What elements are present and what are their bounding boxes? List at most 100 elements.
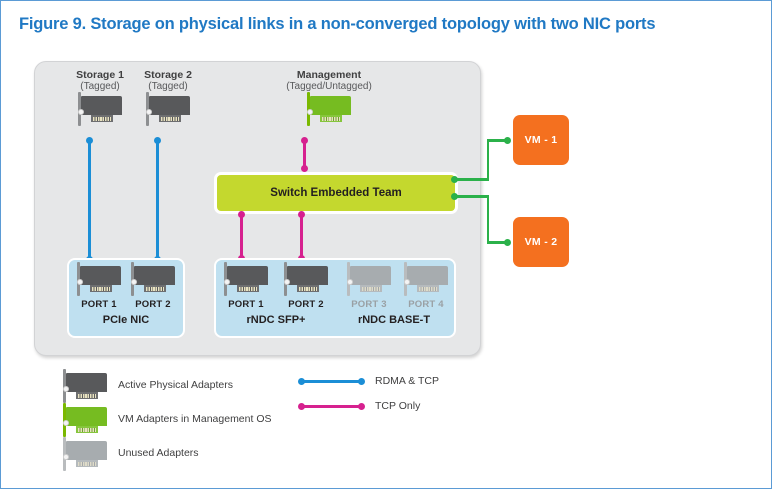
link-endpoint-dot — [504, 137, 511, 144]
link-endpoint-dot — [451, 193, 458, 200]
adapter-subtitle: (Tagged) — [148, 81, 188, 92]
contact-pins — [299, 286, 317, 291]
screw-hole — [224, 279, 230, 285]
contact-pins — [322, 116, 340, 121]
nic-adapter-icon — [78, 92, 122, 126]
link-endpoint-dot — [504, 239, 511, 246]
adapter-icon-wrap — [402, 262, 450, 296]
legend-line-rdma-tcp — [303, 380, 360, 383]
card-body — [287, 266, 328, 285]
nic-group-label-rndc-baset: rNDC BASE-T — [357, 314, 431, 326]
link-set-to-vm1-h2 — [486, 139, 509, 142]
legend-label-rdma-tcp: RDMA & TCP — [375, 375, 439, 387]
legend-line-dot — [298, 403, 305, 410]
port-label: PORT 1 — [228, 299, 264, 310]
adapter-title: Storage 1 — [76, 69, 124, 81]
port-label: PORT 1 — [81, 299, 117, 310]
legend-label-tcp-only: TCP Only — [375, 400, 421, 412]
vm-label: VM - 2 — [524, 236, 558, 248]
adapter-icon-wrap — [65, 92, 135, 126]
vm-box-2[interactable]: VM - 2 — [513, 217, 569, 267]
nic-group-pcie: PORT 1 PORT 2 PCIe NIC — [67, 258, 185, 338]
link-set-to-vm2-h1 — [456, 195, 489, 198]
screw-hole — [63, 454, 69, 460]
adapter-icon-wrap — [345, 262, 393, 296]
screw-hole — [131, 279, 137, 285]
card-body — [66, 373, 107, 392]
adapter-icon-wrap — [282, 262, 330, 296]
link-storage2-to-port2 — [156, 140, 159, 259]
contact-pins — [78, 461, 96, 466]
port-label: PORT 2 — [135, 299, 171, 310]
port-label: PORT 4 — [408, 299, 444, 310]
host-container: Storage 1 (Tagged) Storage 2 (Tagged) — [34, 61, 481, 356]
contact-pins — [146, 286, 164, 291]
connector-tab — [76, 392, 98, 399]
legend-label-vm-adapters: VM Adapters in Management OS — [118, 413, 272, 425]
adapter-icon-wrap — [269, 92, 389, 126]
nic-adapter-icon — [347, 262, 391, 296]
nic-adapter-icon — [146, 92, 190, 126]
link-set-to-rndc-port1 — [240, 214, 243, 258]
card-body — [66, 407, 107, 426]
top-adapter-storage-1: Storage 1 (Tagged) — [65, 69, 135, 126]
port-cell-rndc-baset-port3[interactable]: PORT 3 — [345, 262, 393, 310]
card-body — [80, 266, 121, 285]
screw-hole — [78, 109, 84, 115]
card-body — [350, 266, 391, 285]
legend-item-unused-adapters — [63, 437, 107, 471]
card-body — [407, 266, 448, 285]
nic-adapter-icon — [131, 262, 175, 296]
contact-pins — [161, 116, 179, 121]
screw-hole — [347, 279, 353, 285]
legend-line-dot — [358, 403, 365, 410]
nic-adapter-icon — [63, 403, 107, 437]
port-label: PORT 3 — [351, 299, 387, 310]
screw-hole — [63, 420, 69, 426]
card-body — [310, 96, 351, 115]
adapter-icon-wrap — [75, 262, 123, 296]
adapter-title: Storage 2 — [144, 69, 192, 81]
switch-embedded-team-box[interactable]: Switch Embedded Team — [214, 172, 458, 214]
port-cell-rndc-sfp-port1[interactable]: PORT 1 — [222, 262, 270, 310]
nic-adapter-icon — [77, 262, 121, 296]
bracket — [63, 369, 66, 403]
contact-pins — [362, 286, 380, 291]
legend-item-vm-adapters — [63, 403, 107, 437]
nic-adapter-icon — [307, 92, 351, 126]
nic-adapter-icon — [63, 437, 107, 471]
nic-group-label-rndc-sfp: rNDC SFP+ — [246, 314, 306, 326]
legend-item-active-adapters — [63, 369, 107, 403]
nic-group-label-pcie: PCIe NIC — [102, 314, 150, 326]
nic-group-rndc: PORT 1 PORT 2 — [214, 258, 456, 338]
adapter-subtitle: (Tagged) — [80, 81, 120, 92]
card-body — [66, 441, 107, 460]
screw-hole — [404, 279, 410, 285]
link-set-to-vm1-v — [486, 139, 489, 180]
bracket — [63, 403, 66, 437]
figure-title: Figure 9. Storage on physical links in a… — [19, 15, 656, 33]
legend-line-dot — [298, 378, 305, 385]
screw-hole — [307, 109, 313, 115]
adapter-icon-wrap — [222, 262, 270, 296]
bracket — [63, 437, 66, 471]
link-management-to-set — [303, 140, 306, 168]
adapter-icon-wrap — [129, 262, 177, 296]
link-set-to-vm2-v — [486, 195, 489, 243]
legend-line-tcp-only — [303, 405, 360, 408]
legend-line-dot — [358, 378, 365, 385]
contact-pins — [92, 286, 110, 291]
port-cell-pcie-port1[interactable]: PORT 1 — [75, 262, 123, 310]
nic-adapter-icon — [284, 262, 328, 296]
port-cell-pcie-port2[interactable]: PORT 2 — [129, 262, 177, 310]
link-storage1-to-port1 — [88, 140, 91, 259]
link-endpoint-dot — [301, 165, 308, 172]
nic-adapter-icon — [224, 262, 268, 296]
port-cell-rndc-sfp-port2[interactable]: PORT 2 — [282, 262, 330, 310]
port-label: PORT 2 — [288, 299, 324, 310]
card-body — [134, 266, 175, 285]
port-cell-rndc-baset-port4[interactable]: PORT 4 — [402, 262, 450, 310]
vm-box-1[interactable]: VM - 1 — [513, 115, 569, 165]
link-set-to-rndc-port2 — [300, 214, 303, 258]
